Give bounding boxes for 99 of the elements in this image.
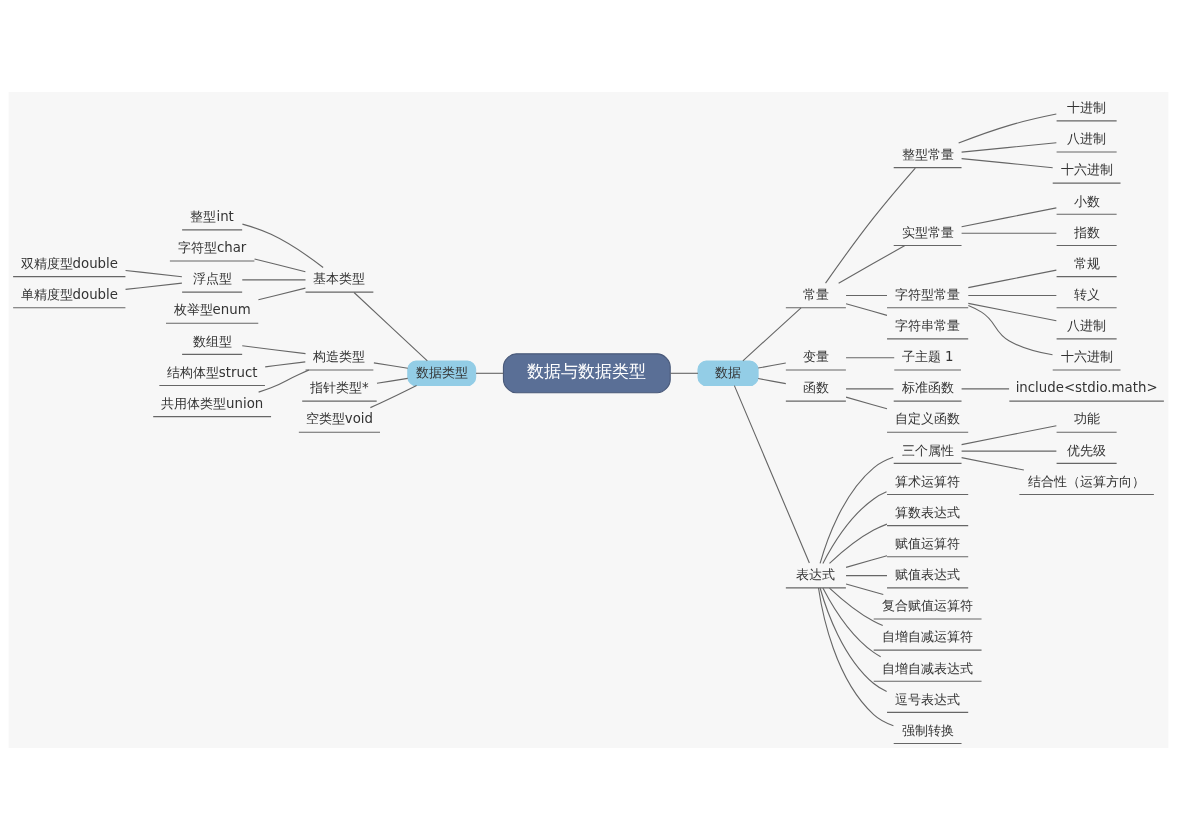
connector [742, 307, 802, 362]
connector [845, 357, 895, 359]
connector [733, 385, 810, 564]
connector [125, 269, 183, 278]
node-text: 空类型void [305, 411, 374, 427]
connector [241, 223, 324, 269]
node-text: 十进制 [1067, 100, 1107, 116]
node-text: 赋值表达式 [895, 567, 961, 583]
connector [967, 302, 1057, 322]
node-text: 变量 [802, 349, 829, 365]
node-text: 构造类型 [313, 349, 366, 365]
connector [845, 388, 894, 390]
connector [961, 158, 1054, 169]
node-text: 结构体型struct [166, 364, 258, 380]
connector [845, 294, 888, 297]
node-text: 结合性（运算方向） [1028, 473, 1146, 489]
connector [845, 583, 884, 596]
node-text: 子主题 1 [901, 349, 954, 365]
connector [828, 587, 884, 627]
connector [961, 457, 1025, 471]
connector [369, 385, 418, 409]
connector [353, 291, 428, 362]
node-text: 数组型 [192, 333, 232, 349]
node-text: 十六进制 [1060, 162, 1113, 178]
node-text: 八进制 [1067, 131, 1107, 147]
connector [669, 372, 699, 374]
node-text: 字符串常量 [895, 318, 961, 334]
node-text: 赋值运算符 [895, 535, 961, 551]
connector [958, 113, 1057, 144]
connector [258, 369, 310, 393]
node-text: 表达式 [796, 567, 836, 583]
connector [961, 232, 1057, 234]
connector [822, 491, 888, 564]
connector [475, 372, 504, 374]
connector [838, 244, 906, 284]
node-text: 算术运算符 [895, 473, 961, 489]
connector [828, 523, 888, 564]
connector [241, 345, 307, 355]
connector [822, 587, 882, 658]
node-text: 优先级 [1067, 442, 1107, 458]
connector [241, 279, 307, 281]
connector [257, 287, 306, 301]
node-text: 标准函数 [901, 380, 954, 396]
connector [961, 388, 1010, 390]
node-text: 十六进制 [1060, 349, 1113, 365]
connector [961, 450, 1057, 452]
node-text: 共用体类型union [161, 395, 264, 411]
node-text: 三个属性 [901, 442, 954, 458]
node-text: 功能 [1073, 411, 1100, 427]
connector [845, 396, 888, 410]
connector [967, 269, 1057, 289]
node-box: 数据类型 [407, 360, 477, 387]
node-text: 函数 [802, 380, 829, 396]
node-text: 转义 [1073, 286, 1100, 302]
node-text: 整型常量 [901, 146, 954, 162]
node-box: 数据与数据类型 [502, 353, 671, 394]
node-text: 自增自减表达式 [882, 660, 974, 676]
node-text: 复合赋值运算符 [882, 598, 974, 614]
node-text: 自增自减运算符 [882, 629, 974, 645]
node-text: 常量 [802, 286, 829, 302]
connector [967, 294, 1057, 297]
node-text: 算数表达式 [895, 504, 961, 520]
node-text: 八进制 [1067, 318, 1107, 334]
connector [373, 362, 409, 369]
connector [845, 555, 888, 568]
node-text: 字符型char [177, 240, 247, 256]
connector [254, 258, 306, 273]
connector [825, 167, 916, 284]
connector [757, 362, 787, 369]
node-text: 枚举型enum [173, 302, 251, 318]
connector [961, 207, 1057, 228]
connector [817, 587, 894, 727]
node-text: 实型常量 [901, 224, 954, 240]
connector [757, 378, 787, 385]
node-text: 指针类型* [310, 380, 369, 396]
node-text: 常规 [1073, 255, 1100, 271]
connector [961, 142, 1057, 153]
connector [819, 456, 894, 564]
node-text: 逗号表达式 [895, 691, 961, 707]
node-text: 强制转换 [901, 722, 954, 738]
node-text: 字符型常量 [895, 286, 961, 302]
node-text: 自定义函数 [895, 411, 961, 427]
node-text: 指数 [1073, 224, 1100, 240]
connector [819, 587, 888, 692]
connector [125, 282, 183, 290]
connector [376, 377, 409, 384]
node-text: 整型int [190, 209, 234, 225]
node-text: include<stdio.math> [1015, 380, 1158, 396]
connector [845, 303, 888, 316]
connector [264, 361, 306, 368]
connector [961, 425, 1057, 446]
node-text: 基本类型 [313, 271, 366, 287]
node-text: 单精度型double [20, 286, 118, 302]
connector [967, 305, 1054, 356]
node-text: 浮点型 [192, 271, 232, 287]
node-text: 小数 [1073, 193, 1100, 209]
node-box: 数据 [697, 360, 759, 387]
node-text: 双精度型double [20, 255, 118, 271]
connector [845, 575, 888, 577]
